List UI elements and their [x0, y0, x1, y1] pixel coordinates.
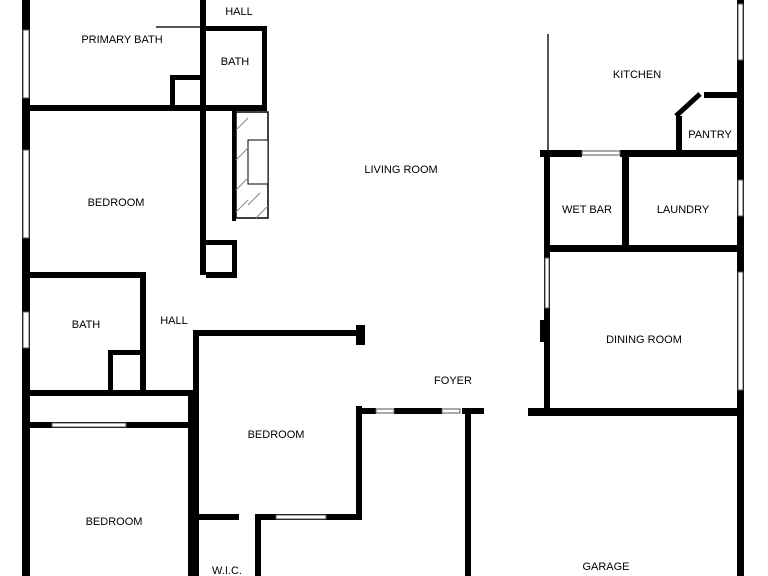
room-label-foyer: FOYER [434, 375, 472, 387]
room-label-laundry: LAUNDRY [657, 204, 710, 216]
room-label-dining-room: DINING ROOM [606, 334, 682, 346]
room-label-pantry: PANTRY [688, 129, 732, 141]
walls [22, 0, 744, 576]
room-label-bath-top: BATH [221, 56, 250, 68]
room-label-wet-bar: WET BAR [562, 204, 612, 216]
room-label-garage: GARAGE [582, 561, 629, 573]
room-label-wic: W.I.C. [212, 565, 242, 576]
room-label-living-room: LIVING ROOM [364, 164, 437, 176]
room-label-hall-mid: HALL [160, 315, 188, 327]
room-label-hall-top: HALL [225, 6, 253, 18]
room-label-bath-left: BATH [72, 319, 101, 331]
room-label-bedroom-left-lower: BEDROOM [86, 516, 143, 528]
room-label-bedroom-center: BEDROOM [248, 429, 305, 441]
windows [22, 3, 744, 520]
room-labels: HALL PRIMARY BATH BATH KITCHEN PANTRY LI… [72, 6, 733, 576]
room-label-primary-bath: PRIMARY BATH [81, 34, 162, 46]
room-label-kitchen: KITCHEN [613, 69, 661, 81]
room-label-bedroom-left-upper: BEDROOM [88, 197, 145, 209]
